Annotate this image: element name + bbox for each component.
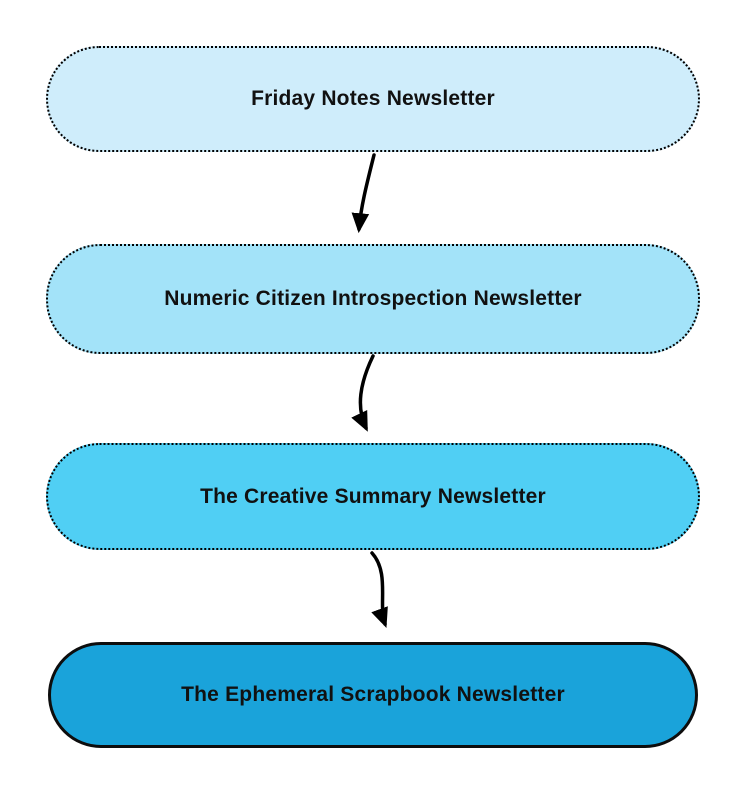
node-creative-summary[interactable]: The Creative Summary Newsletter <box>46 443 700 550</box>
arrow-1 <box>351 153 376 234</box>
arrow-3 <box>370 551 388 628</box>
node-label: The Ephemeral Scrapbook Newsletter <box>181 683 565 706</box>
node-numeric-citizen-introspection[interactable]: Numeric Citizen Introspection Newsletter <box>46 244 700 354</box>
node-label: Friday Notes Newsletter <box>251 87 495 110</box>
node-friday-notes[interactable]: Friday Notes Newsletter <box>46 46 700 152</box>
arrow-2 <box>351 354 375 432</box>
node-label: The Creative Summary Newsletter <box>200 484 546 508</box>
node-ephemeral-scrapbook[interactable]: The Ephemeral Scrapbook Newsletter <box>48 642 698 748</box>
node-label: Numeric Citizen Introspection Newsletter <box>164 287 582 310</box>
